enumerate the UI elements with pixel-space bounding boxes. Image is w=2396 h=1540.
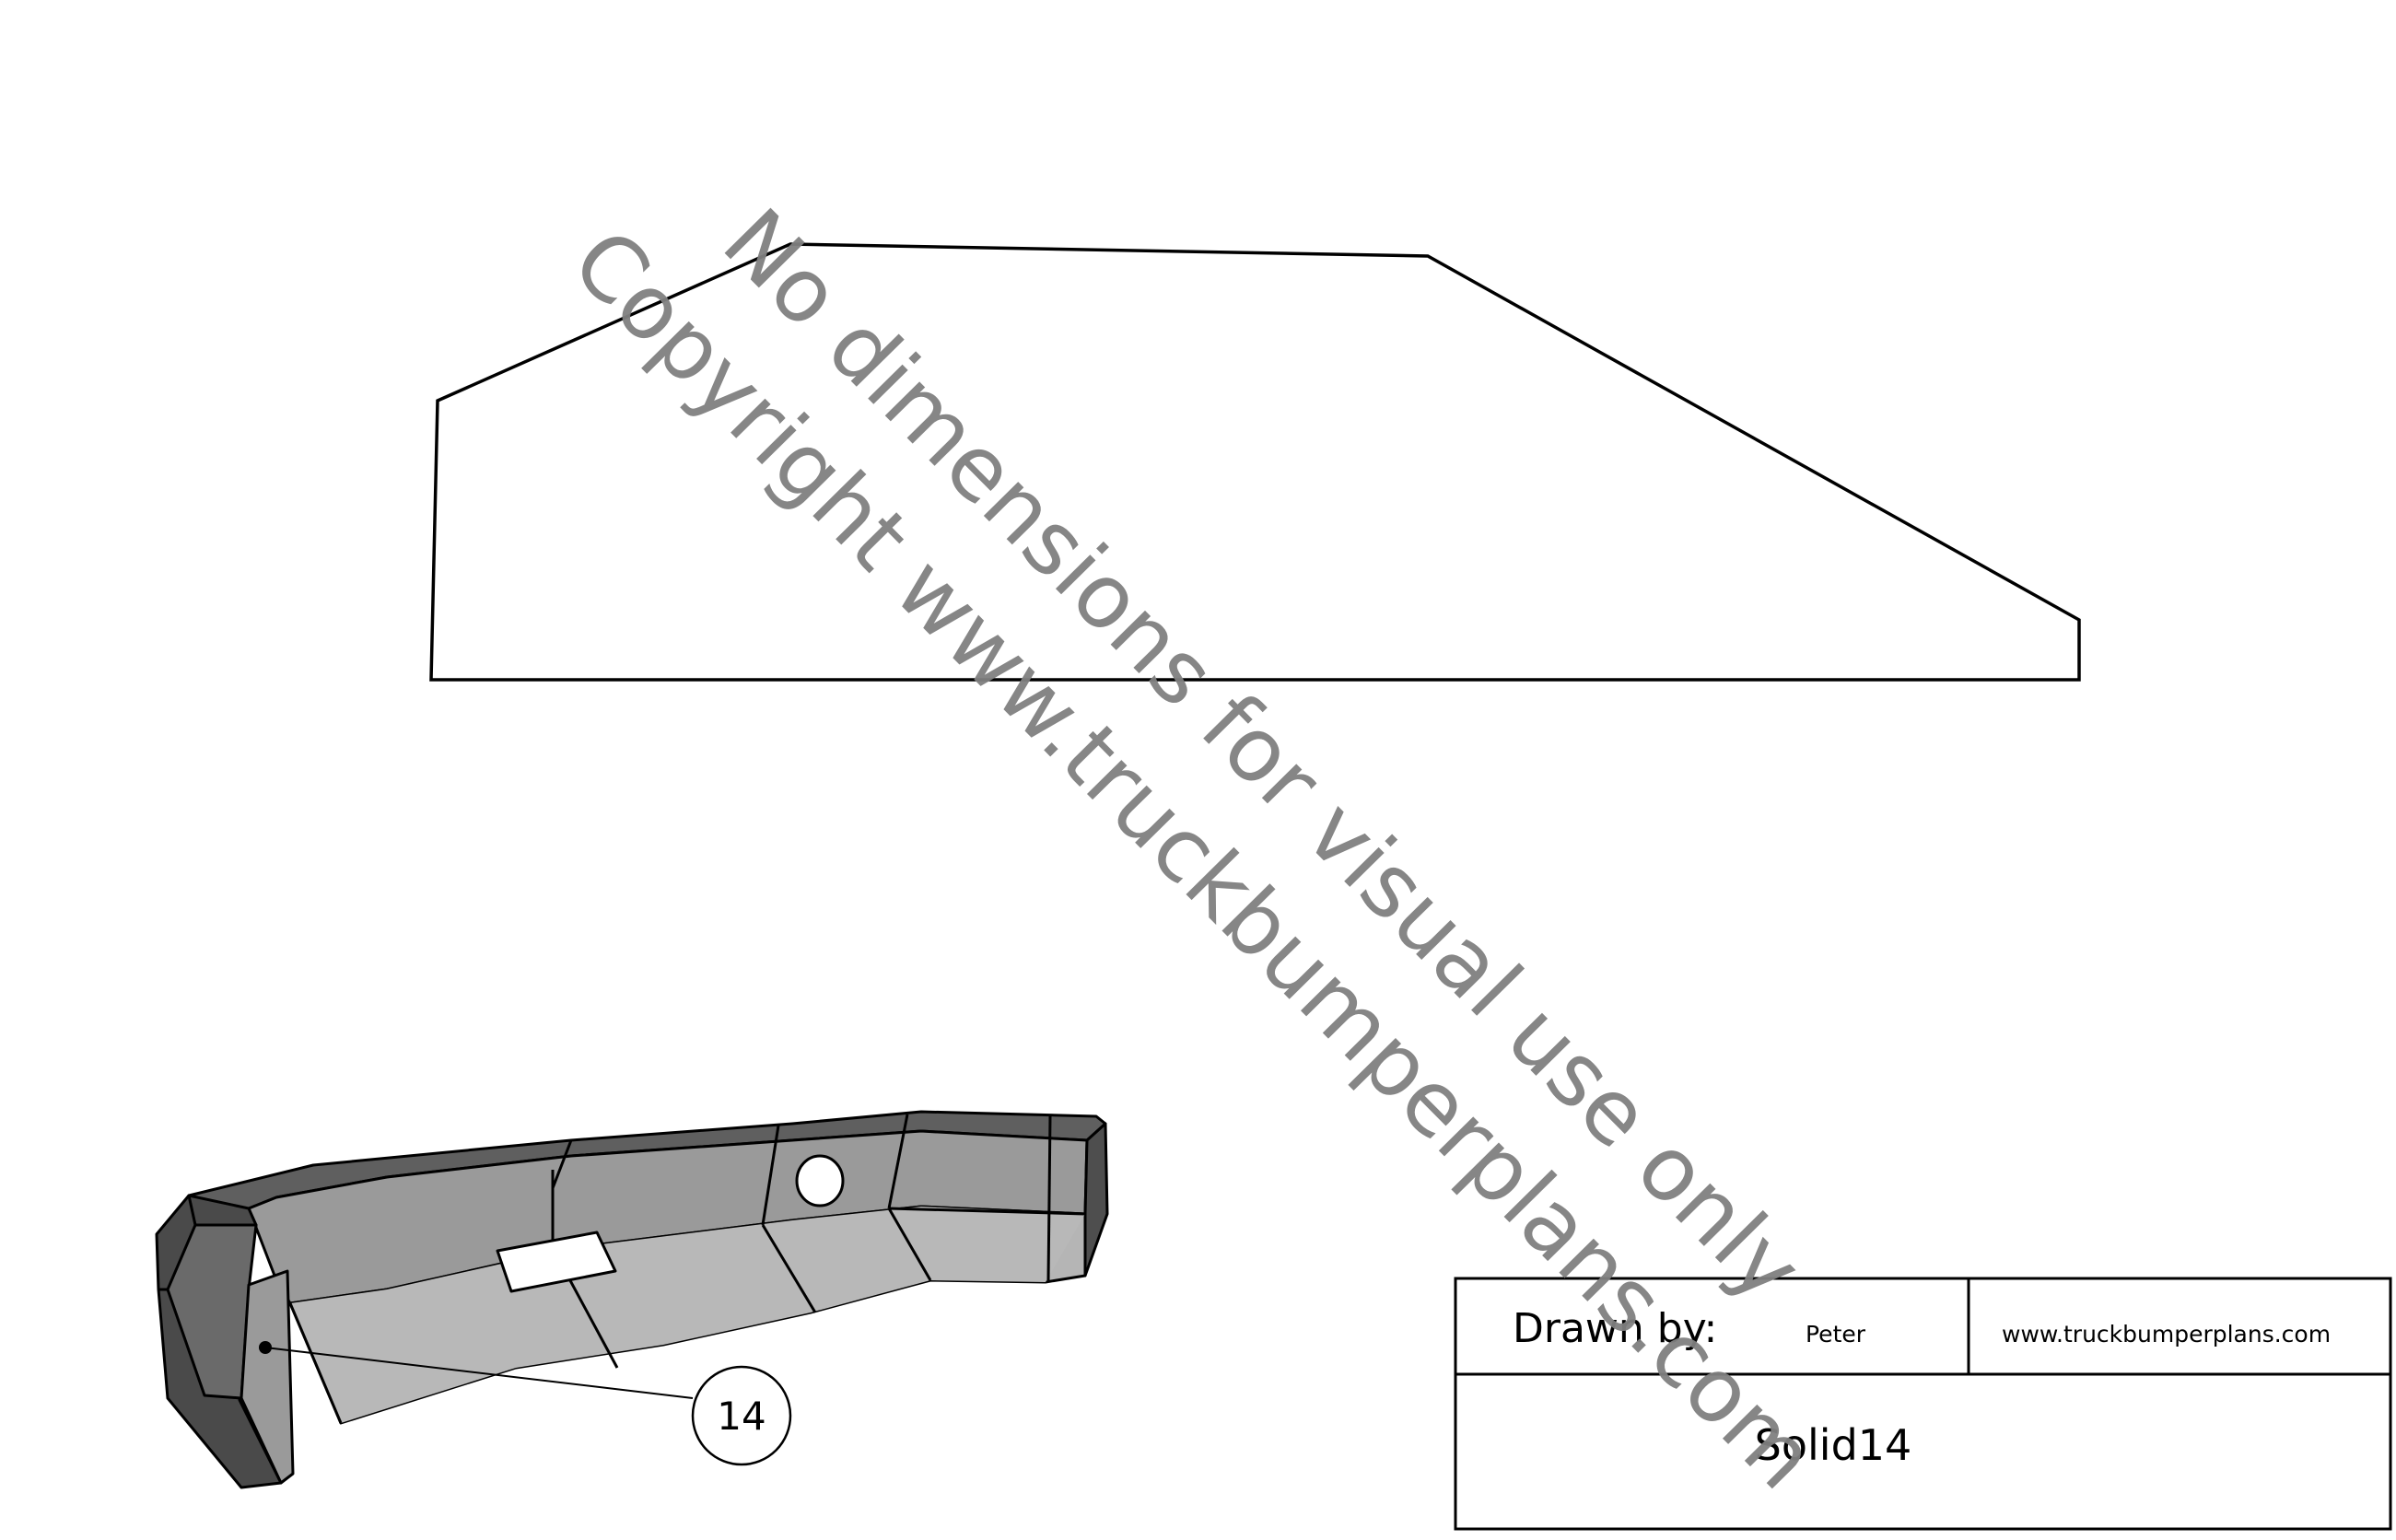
plate-profile-outline	[429, 242, 2081, 682]
leader-line	[264, 1347, 694, 1399]
slot-cutout	[496, 1231, 617, 1293]
title-block: Drawn by: Peter www.truckbumperplans.com…	[1454, 1277, 2392, 1531]
seam	[761, 1125, 780, 1226]
inner-floor	[290, 1207, 1085, 1423]
drawn-by-value: Peter	[1806, 1321, 1866, 1348]
website-text: www.truckbumperplans.com	[2002, 1321, 2331, 1348]
title-block-frame	[1454, 1277, 2392, 1531]
front-flange	[240, 1269, 295, 1485]
drawn-by-label: Drawn by:	[1513, 1305, 1717, 1352]
seam	[187, 1195, 197, 1226]
seam	[887, 1114, 909, 1209]
balloon-circle	[691, 1365, 792, 1466]
seam	[887, 1208, 932, 1281]
part-balloon: 14	[259, 1341, 792, 1466]
seam	[761, 1224, 817, 1313]
round-hole	[795, 1154, 845, 1208]
seam	[1046, 1115, 1052, 1281]
seam	[288, 1302, 343, 1424]
bumper-3d-view	[155, 1110, 1109, 1489]
seam	[888, 1207, 1086, 1216]
right-end-face	[1083, 1122, 1109, 1278]
balloon-label: 14	[717, 1394, 766, 1439]
seam	[551, 1139, 573, 1189]
part-name: Solid14	[1755, 1420, 1912, 1470]
